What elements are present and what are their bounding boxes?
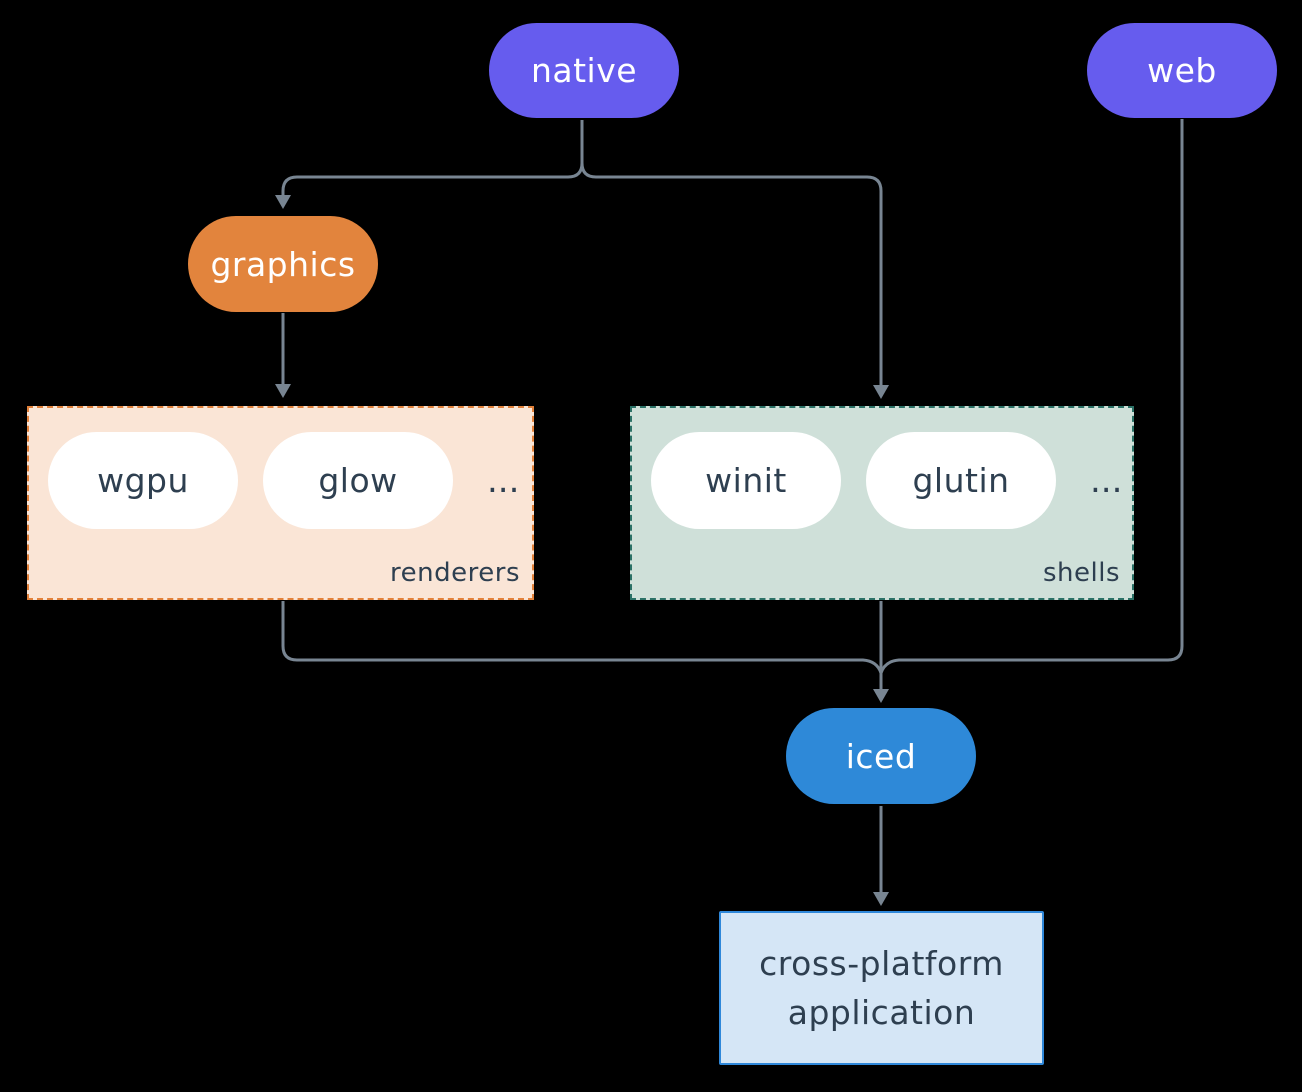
arrowhead-application [873, 892, 889, 906]
arrowhead-renderers [275, 384, 291, 398]
node-glow-label: glow [318, 461, 398, 500]
group-renderers-items: wgpu glow ... [48, 432, 519, 529]
node-graphics-label: graphics [210, 244, 356, 284]
group-renderers-label: renderers [390, 558, 520, 588]
renderers-ellipsis: ... [487, 460, 520, 501]
node-web: web [1087, 23, 1277, 118]
node-glutin-label: glutin [912, 461, 1010, 500]
application-label-line2: application [787, 993, 976, 1032]
edge-native-shells [580, 120, 883, 385]
group-renderers: wgpu glow ... renderers [27, 406, 534, 600]
node-glutin: glutin [866, 432, 1056, 529]
group-shells: winit glutin ... shells [630, 406, 1134, 600]
node-native: native [489, 23, 679, 118]
shells-ellipsis: ... [1090, 460, 1123, 501]
edge-native-graphics [281, 120, 584, 195]
application-label-line1: cross-platform [759, 944, 1004, 983]
node-web-label: web [1147, 51, 1217, 90]
node-graphics: graphics [188, 216, 378, 312]
node-winit-label: winit [705, 461, 787, 500]
arrowhead-graphics [275, 195, 291, 209]
node-wgpu: wgpu [48, 432, 238, 529]
node-native-label: native [530, 51, 638, 90]
group-shells-label: shells [1042, 558, 1120, 588]
node-iced-label: iced [845, 736, 917, 776]
node-winit: winit [651, 432, 841, 529]
arrowhead-shells [873, 385, 889, 399]
node-wgpu-label: wgpu [97, 461, 189, 500]
edge-renderers-iced [281, 601, 883, 674]
node-iced: iced [786, 708, 976, 804]
arrowhead-iced [873, 689, 889, 703]
node-glow: glow [263, 432, 453, 529]
node-cross-platform-application: cross-platform application [719, 911, 1044, 1065]
group-shells-items: winit glutin ... [651, 432, 1122, 529]
